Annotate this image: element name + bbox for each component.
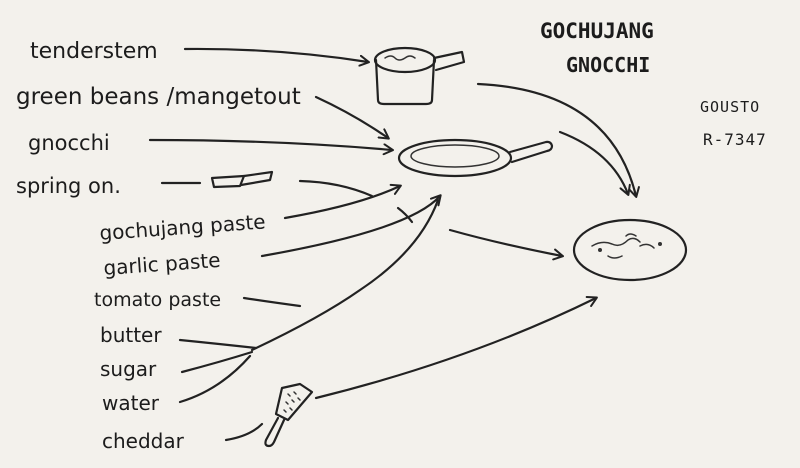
arrows — [148, 47, 640, 442]
ingredient-green-beans: green beans /mangetout — [16, 84, 301, 110]
saucepan-icon — [373, 46, 466, 106]
ingredient-tenderstem: tenderstem — [30, 39, 158, 64]
ingredient-cheddar: cheddar — [102, 429, 185, 453]
recipe-id: R-7347 — [703, 130, 767, 149]
ingredient-sugar: sugar — [100, 357, 157, 381]
ingredient-garlic-paste: garlic paste — [103, 248, 222, 280]
ingredient-spring-onion: spring on. — [16, 174, 121, 198]
ingredient-gochujang-paste: gochujang paste — [99, 209, 267, 245]
knife-icon — [210, 170, 274, 189]
bowl-icon — [572, 218, 688, 282]
ingredient-tomato-paste: tomato paste — [94, 289, 221, 311]
ingredient-gnocchi: gnocchi — [28, 131, 110, 155]
ingredient-butter: butter — [100, 323, 162, 347]
title-line-1: GOCHUJANG — [540, 19, 654, 43]
grater-icon — [264, 382, 314, 448]
ingredient-water: water — [102, 391, 160, 415]
title-line-2: GNOCCHI — [566, 53, 650, 77]
frying-pan-icon — [397, 138, 554, 178]
brand-label: GOUSTO — [700, 98, 760, 116]
